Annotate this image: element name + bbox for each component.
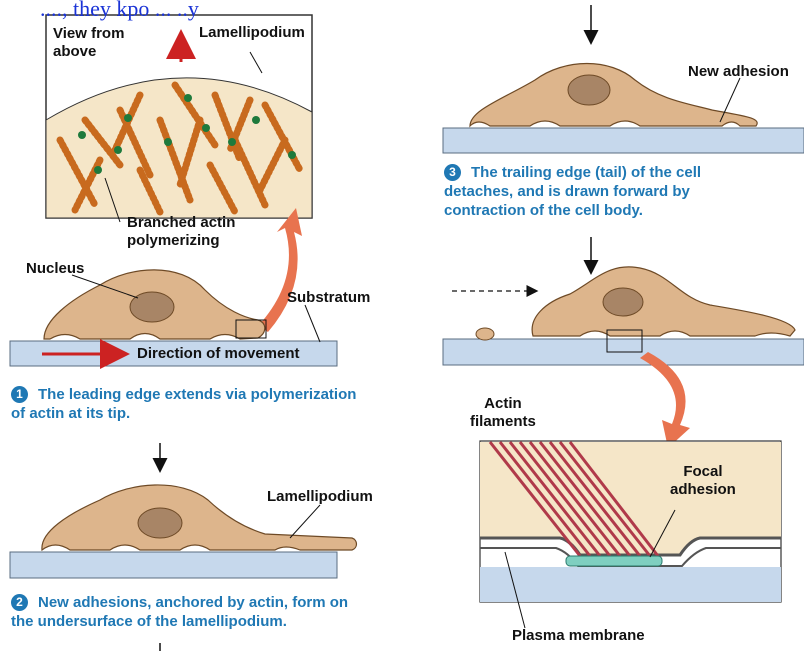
new-adhesion-label: New adhesion [688,63,789,81]
lamellipodium-mid-label: Lamellipodium [267,488,373,506]
step1-number: 1 [11,386,28,403]
nucleus-label: Nucleus [26,260,84,278]
step3-text: The trailing edge (tail) of the cell det… [444,164,701,219]
view-from-above-label: View from above [53,25,124,61]
substratum-label: Substratum [287,289,370,307]
step2-number: 2 [11,594,28,611]
direction-label: Direction of movement [137,345,300,363]
actin-filaments-label: Actin filaments [470,395,536,431]
plasma-membrane-label: Plasma membrane [512,627,645,645]
step3-number: 3 [444,164,461,181]
focal-adhesion-label: Focal adhesion [670,463,736,499]
step2-text: New adhesions, anchored by actin, form o… [11,594,348,630]
nucleus-shape [130,292,174,322]
step3-pre-cell-scene [443,5,804,272]
focal-adhesion-patch [566,556,662,566]
big-down-arrow [640,352,690,448]
top-cropped-text: ...., they kpo ... ..y [40,0,199,20]
branched-actin-label: Branched actin polymerizing [127,214,235,250]
step1-text: The leading edge extends via polymerizat… [11,386,356,422]
big-curved-arrow [258,208,302,332]
lamellipodium-top-label: Lamellipodium [197,24,307,42]
